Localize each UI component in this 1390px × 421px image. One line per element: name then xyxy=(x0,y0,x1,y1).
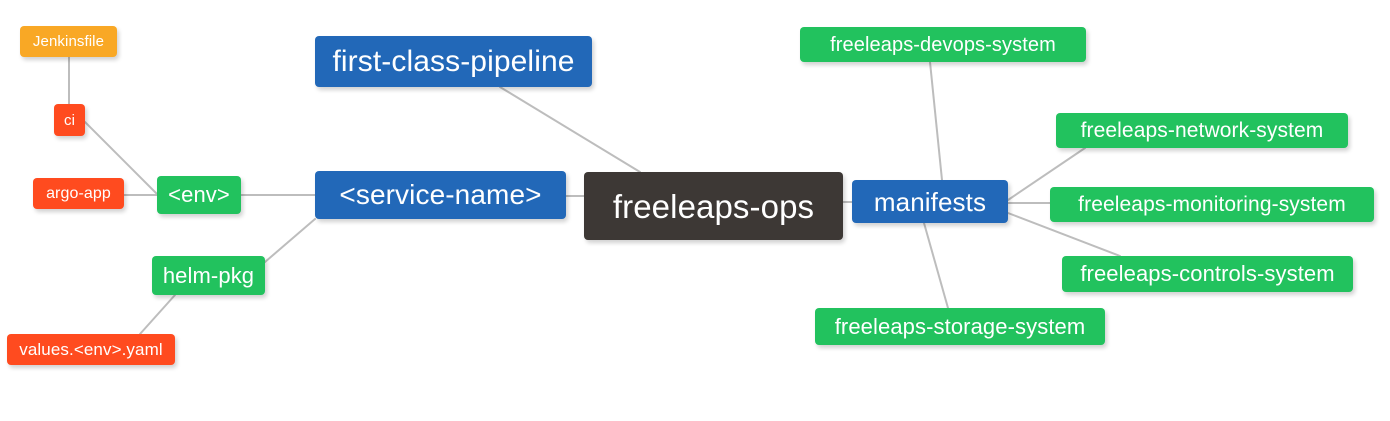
node-freeleaps-ops[interactable]: freeleaps-ops xyxy=(584,172,843,240)
node-label-freeleaps-ops: freeleaps-ops xyxy=(612,187,815,225)
edge-first-class-pipeline-to-freeleaps-ops xyxy=(499,86,641,173)
node-label-ci: ci xyxy=(63,111,76,129)
node-label-values-env-yaml: values.<env>.yaml xyxy=(19,340,163,359)
edge-helm-pkg-to-values-env-yaml xyxy=(139,294,176,335)
node-freeleaps-devops-system[interactable]: freeleaps-devops-system xyxy=(800,27,1086,62)
node-label-freeleaps-network-system: freeleaps-network-system xyxy=(1080,119,1324,142)
edge-manifests-to-freeleaps-devops-system xyxy=(929,61,943,181)
node-values-env-yaml[interactable]: values.<env>.yaml xyxy=(7,334,175,365)
node-argo-app[interactable]: argo-app xyxy=(33,178,124,209)
node-manifests[interactable]: manifests xyxy=(852,180,1008,223)
node-helm-pkg[interactable]: helm-pkg xyxy=(152,256,265,295)
node-label-jenkinsfile: Jenkinsfile xyxy=(32,33,105,50)
node-label-freeleaps-controls-system: freeleaps-controls-system xyxy=(1080,261,1335,286)
node-label-freeleaps-monitoring-system: freeleaps-monitoring-system xyxy=(1078,193,1346,216)
node-freeleaps-storage-system[interactable]: freeleaps-storage-system xyxy=(815,308,1105,345)
node-label-service-name: <service-name> xyxy=(339,179,542,210)
node-freeleaps-monitoring-system[interactable]: freeleaps-monitoring-system xyxy=(1050,187,1374,222)
node-service-name[interactable]: <service-name> xyxy=(315,171,566,219)
node-env[interactable]: <env> xyxy=(157,176,241,214)
node-first-class-pipeline[interactable]: first-class-pipeline xyxy=(315,36,592,87)
node-label-first-class-pipeline: first-class-pipeline xyxy=(332,44,575,78)
node-label-argo-app: argo-app xyxy=(46,184,111,202)
edge-service-name-to-helm-pkg xyxy=(264,218,316,263)
edge-manifests-to-freeleaps-storage-system xyxy=(923,222,949,309)
node-label-freeleaps-storage-system: freeleaps-storage-system xyxy=(834,313,1086,339)
node-freeleaps-network-system[interactable]: freeleaps-network-system xyxy=(1056,113,1348,148)
node-label-env: <env> xyxy=(168,182,230,207)
node-jenkinsfile[interactable]: Jenkinsfile xyxy=(20,26,117,57)
node-label-manifests: manifests xyxy=(873,186,987,217)
node-label-freeleaps-devops-system: freeleaps-devops-system xyxy=(830,33,1056,56)
node-ci[interactable]: ci xyxy=(54,104,85,136)
node-label-helm-pkg: helm-pkg xyxy=(162,262,255,288)
node-freeleaps-controls-system[interactable]: freeleaps-controls-system xyxy=(1062,256,1353,292)
